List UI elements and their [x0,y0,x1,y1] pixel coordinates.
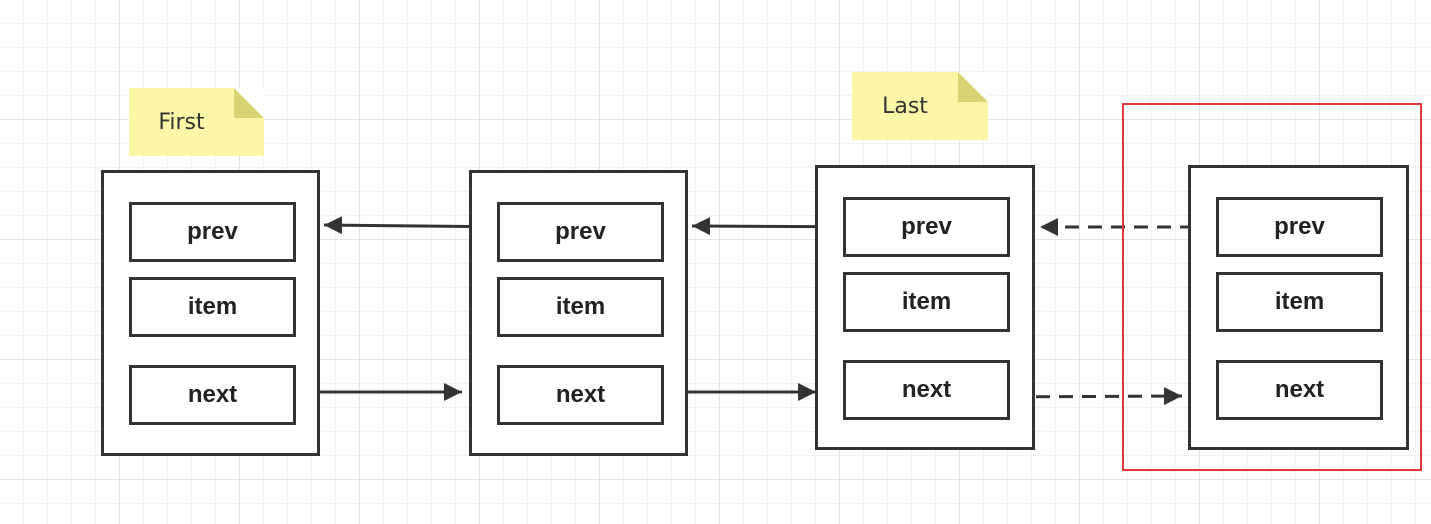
list-node-1: prev item next [101,170,320,456]
next-field: next [1216,360,1383,420]
item-field: item [1216,272,1383,332]
prev-field: prev [843,197,1010,257]
next-field: next [129,365,296,425]
first-note-label: First [158,109,205,135]
next-field: next [843,360,1010,420]
new-node-highlight-box [1122,103,1422,471]
last-note-label: Last [882,93,928,119]
prev-field: prev [1216,197,1383,257]
last-note: Last [852,72,988,140]
list-node-3: prev item next [815,165,1035,450]
prev-field: prev [497,202,664,262]
list-node-2: prev item next [469,170,688,456]
item-field: item [843,272,1010,332]
next-field: next [497,365,664,425]
note-fold-icon [234,88,264,118]
note-fold-icon [958,72,988,102]
item-field: item [129,277,296,337]
prev-field: prev [129,202,296,262]
first-note: First [129,88,264,156]
item-field: item [497,277,664,337]
list-node-4-new: prev item next [1188,165,1409,450]
